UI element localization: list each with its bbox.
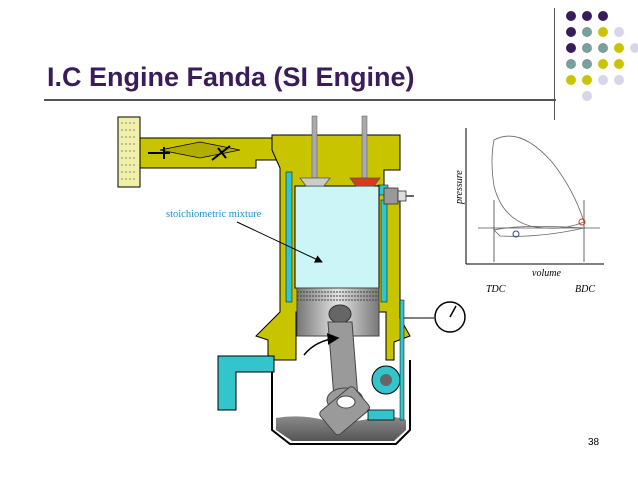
dot-row-2 <box>566 27 624 37</box>
dot-row-6 <box>582 91 592 101</box>
vertical-accent-line <box>554 8 555 120</box>
pv-diagram: pressure volume TDC BDC <box>454 128 604 295</box>
exhaust-valve <box>349 115 381 187</box>
crank-rotation-arrow-icon <box>303 332 340 356</box>
connecting-rod <box>303 321 371 436</box>
slide-number: 38 <box>588 437 600 448</box>
air-filter <box>117 116 141 188</box>
bdc-label: BDC <box>575 284 595 295</box>
oil-pump <box>367 299 434 421</box>
pv-y-axis-label: pressure <box>454 170 465 205</box>
intake-valve <box>299 115 331 187</box>
pv-cycle-loop <box>491 135 585 229</box>
slide-title: I.C Engine Fanda (SI Engine) <box>47 62 415 92</box>
cylinder <box>294 185 380 289</box>
mixture-leader-arrow <box>236 221 323 263</box>
gauge-needle-icon <box>449 305 457 318</box>
intake-manifold <box>139 137 299 169</box>
pv-state-marker-icon <box>578 218 586 226</box>
coolant-jacket-left <box>285 171 293 303</box>
spark-plug <box>383 187 414 205</box>
dot-row-3 <box>566 43 638 53</box>
mixture-label: stoichiometric mixture <box>166 209 262 220</box>
title-underline <box>44 99 556 101</box>
coolant-jacket-right <box>380 199 388 303</box>
dot-row-5 <box>566 75 624 85</box>
pressure-gauge <box>434 301 466 333</box>
dot-row-1 <box>566 11 608 21</box>
pv-x-axis-label: volume <box>532 268 561 279</box>
breather-pipe <box>217 355 275 411</box>
tdc-label: TDC <box>486 284 506 295</box>
dot-row-4 <box>566 59 624 69</box>
